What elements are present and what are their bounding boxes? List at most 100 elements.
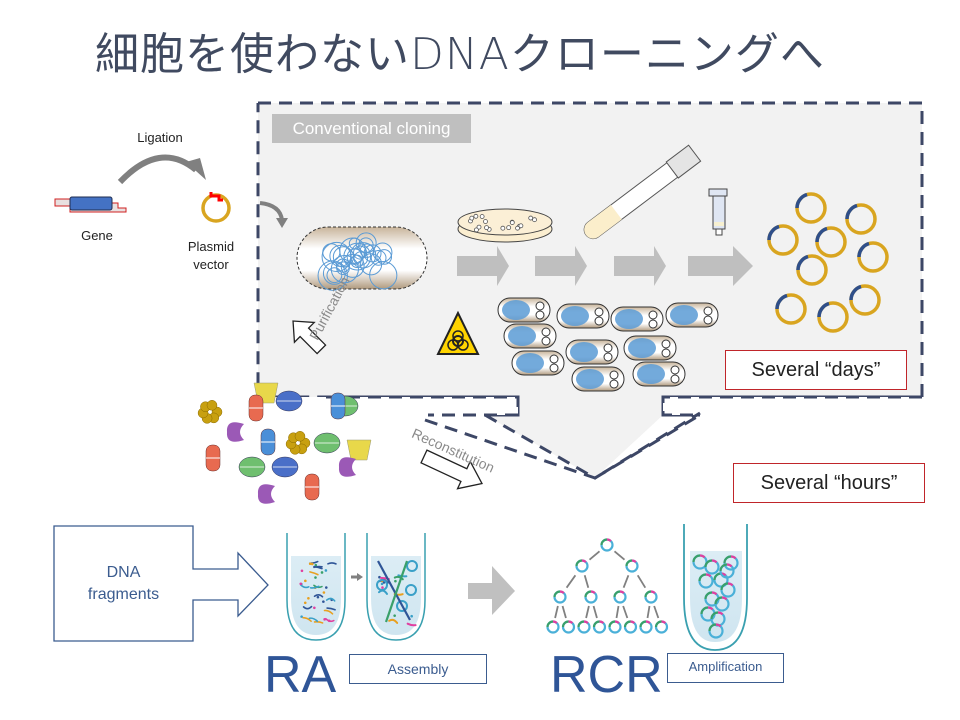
tree-link [615,605,620,619]
dna-fragment [313,620,324,624]
plasmid-ring [857,241,889,273]
plasmid-ring [795,192,827,224]
rcr-circle [608,620,622,634]
rcr-circle [654,620,669,634]
spin-column-icon [708,188,728,236]
plasmid-label-line1: Plasmid [187,239,235,254]
dna-dot [380,582,384,586]
reconstitution-arrow [420,449,483,490]
dna-fragment [388,618,399,624]
dna-dot [316,595,320,599]
dna-dot [393,614,396,617]
protein-bean [257,484,275,504]
dna-dot [304,579,307,583]
dna-fragment [313,594,324,598]
dna-fragment [309,585,320,589]
dna-loop [330,255,359,284]
dna-dot [382,581,386,584]
rcr-circle [720,582,736,598]
tree-link [583,575,590,588]
dna-dot [299,582,303,586]
dna-fragment [327,562,337,565]
dna-dot [381,586,384,589]
tree-link [561,605,567,619]
tree-link [588,550,601,561]
tree-link [565,574,577,589]
small-cell [511,350,565,376]
tree-link [646,605,651,619]
dna-dot [300,615,303,618]
rcr-circle [625,559,639,573]
small-cell [497,297,551,323]
dna-fragments-line2: fragments [87,586,160,603]
ra-tube-1 [286,533,346,641]
dna-dot [310,562,314,566]
days-time-badge: Several “days” [725,350,907,390]
dna-dot [303,601,307,605]
small-cell [623,335,677,361]
assembled-circle [376,579,388,591]
dna-loop [360,253,383,276]
rcr-amplification-tree [546,538,669,634]
panel-notch-left [258,397,518,415]
rcr-circle [561,620,576,634]
colony [528,215,534,221]
tree-link [622,574,630,589]
tree-link [592,605,598,619]
rcr-circle [719,563,735,579]
plasmid-label-line2: vector [193,257,229,272]
plasmid-ring [815,226,847,258]
dna-dot [327,619,331,623]
colony [469,215,475,221]
bacterial-cell-icon [296,226,428,291]
dna-loop [370,250,387,266]
protein-ring [205,444,221,472]
dna-dot [323,618,326,621]
panel-notch-left-border [326,395,520,417]
dna-loop [326,267,343,284]
ra-to-rcr-arrow [468,566,515,615]
protein-bean [226,422,244,442]
dna-dot [324,569,328,572]
long-dna [384,560,409,623]
colony [532,217,537,223]
dna-dot [313,606,316,610]
protein-ring [304,473,320,501]
ra-tube-2 [366,533,426,641]
gene-label: Gene [81,228,113,243]
ra-acronym: RA [264,646,337,704]
colony [483,219,488,224]
funnel-border [424,411,701,480]
tree-link [613,550,626,561]
dna-dot [410,614,413,618]
plasmid-vector-icon [201,192,231,223]
colony [476,224,482,230]
process-arrow [614,246,666,286]
purified-plasmids [767,192,889,333]
colony [484,225,489,231]
small-cell [632,361,686,387]
rcr-acronym: RCR [550,646,663,704]
small-cell [665,302,719,328]
ligation-arrow [117,154,198,185]
small-cell [556,303,610,329]
long-dna [377,560,411,621]
assembly-label: Assembly [349,654,487,684]
protein-barrel [275,390,303,412]
conventional-cloning-label: Conventional cloning [272,114,471,143]
dna-dot [322,600,325,603]
assembled-circle [396,600,408,612]
hours-time-badge: Several “hours” [733,463,925,503]
dna-fragment [299,584,310,589]
plasmid-ring [796,254,828,286]
protein-bean [338,457,356,477]
small-cell [610,306,664,332]
plasmid-ring [845,203,877,235]
panel-notch-right [663,397,922,415]
dna-dot [394,579,397,583]
protein-barrel [313,432,341,454]
slide-title: 細胞を使わないDNAクローニングへ [95,29,825,80]
rcr-circle [546,620,560,634]
plasmid-ring [849,284,881,316]
colony [479,214,485,219]
